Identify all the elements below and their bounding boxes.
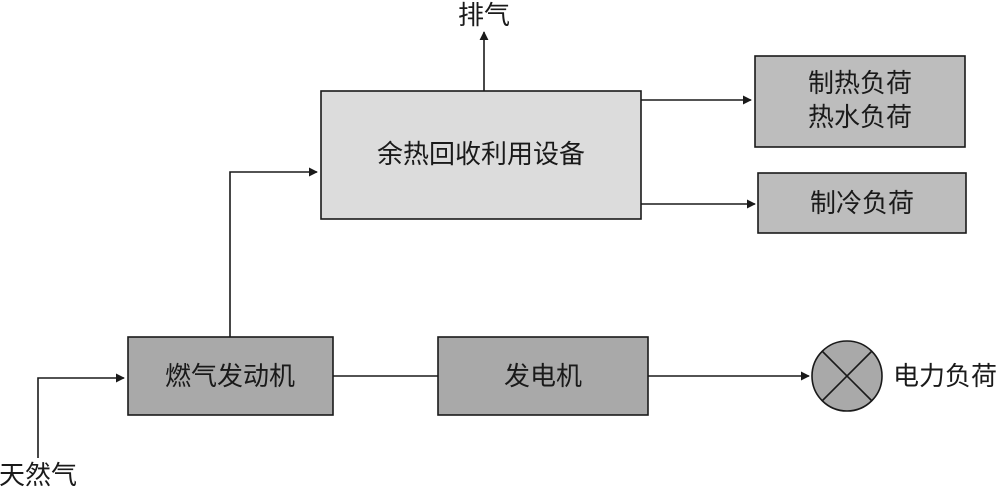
arrow-engine-to-recovery <box>229 167 318 337</box>
heat-recovery-label: 余热回收利用设备 <box>377 140 585 170</box>
generator-label: 发电机 <box>504 362 582 392</box>
exhaust-label: 排气 <box>458 1 510 31</box>
power-load-icon <box>811 340 883 412</box>
arrow-natural-gas-to-engine <box>37 373 125 458</box>
cooling-load-label: 制冷负荷 <box>810 189 914 219</box>
hot-water-load-label: 热水负荷 <box>808 103 912 133</box>
gas-engine-box <box>127 336 334 416</box>
generator-box <box>437 336 649 416</box>
heat-recovery-box <box>320 90 642 220</box>
heating-load-box <box>754 55 966 148</box>
heating-load-label: 制热负荷 <box>808 69 912 99</box>
gas-engine-label: 燃气发动机 <box>165 362 295 392</box>
cooling-load-box <box>757 172 967 234</box>
power-load-label: 电力负荷 <box>893 362 997 392</box>
natural-gas-label: 天然气 <box>0 461 77 491</box>
